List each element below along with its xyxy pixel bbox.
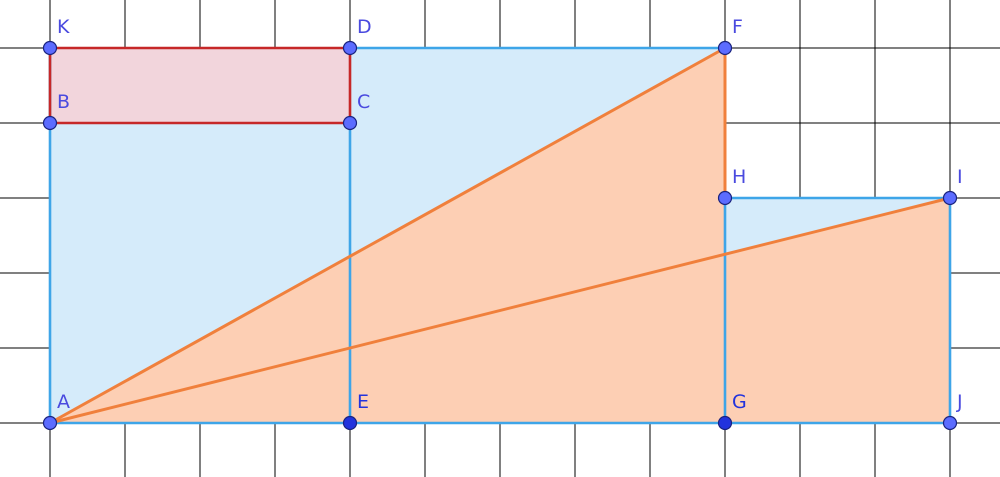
point-E[interactable] (342, 415, 358, 431)
point-label-F: F (732, 16, 743, 38)
point-A[interactable] (42, 415, 58, 431)
point-label-B: B (57, 91, 70, 113)
point-G[interactable] (717, 415, 733, 431)
point-label-G: G (732, 391, 747, 413)
filled-regions (50, 48, 950, 423)
orange-segment-AI[interactable] (48, 196, 952, 425)
point-labels: A B C D E F G H I J K (57, 16, 963, 413)
point-label-A: A (57, 391, 70, 413)
points (42, 40, 958, 431)
point-label-D: D (357, 16, 372, 38)
segments (48, 46, 952, 425)
point-D[interactable] (342, 40, 358, 56)
point-J[interactable] (942, 415, 958, 431)
point-H[interactable] (717, 190, 733, 206)
point-label-J: J (956, 391, 963, 413)
point-K[interactable] (42, 40, 58, 56)
point-I[interactable] (942, 190, 958, 206)
point-B[interactable] (42, 115, 58, 131)
point-label-I: I (957, 166, 963, 188)
point-label-H: H (732, 166, 746, 188)
point-label-C: C (357, 91, 370, 113)
point-label-K: K (57, 16, 70, 38)
point-F[interactable] (717, 40, 733, 56)
red-rectangle[interactable] (50, 48, 350, 123)
orange-segment-AF[interactable] (48, 46, 727, 425)
point-label-E: E (357, 391, 369, 413)
point-C[interactable] (342, 115, 358, 131)
